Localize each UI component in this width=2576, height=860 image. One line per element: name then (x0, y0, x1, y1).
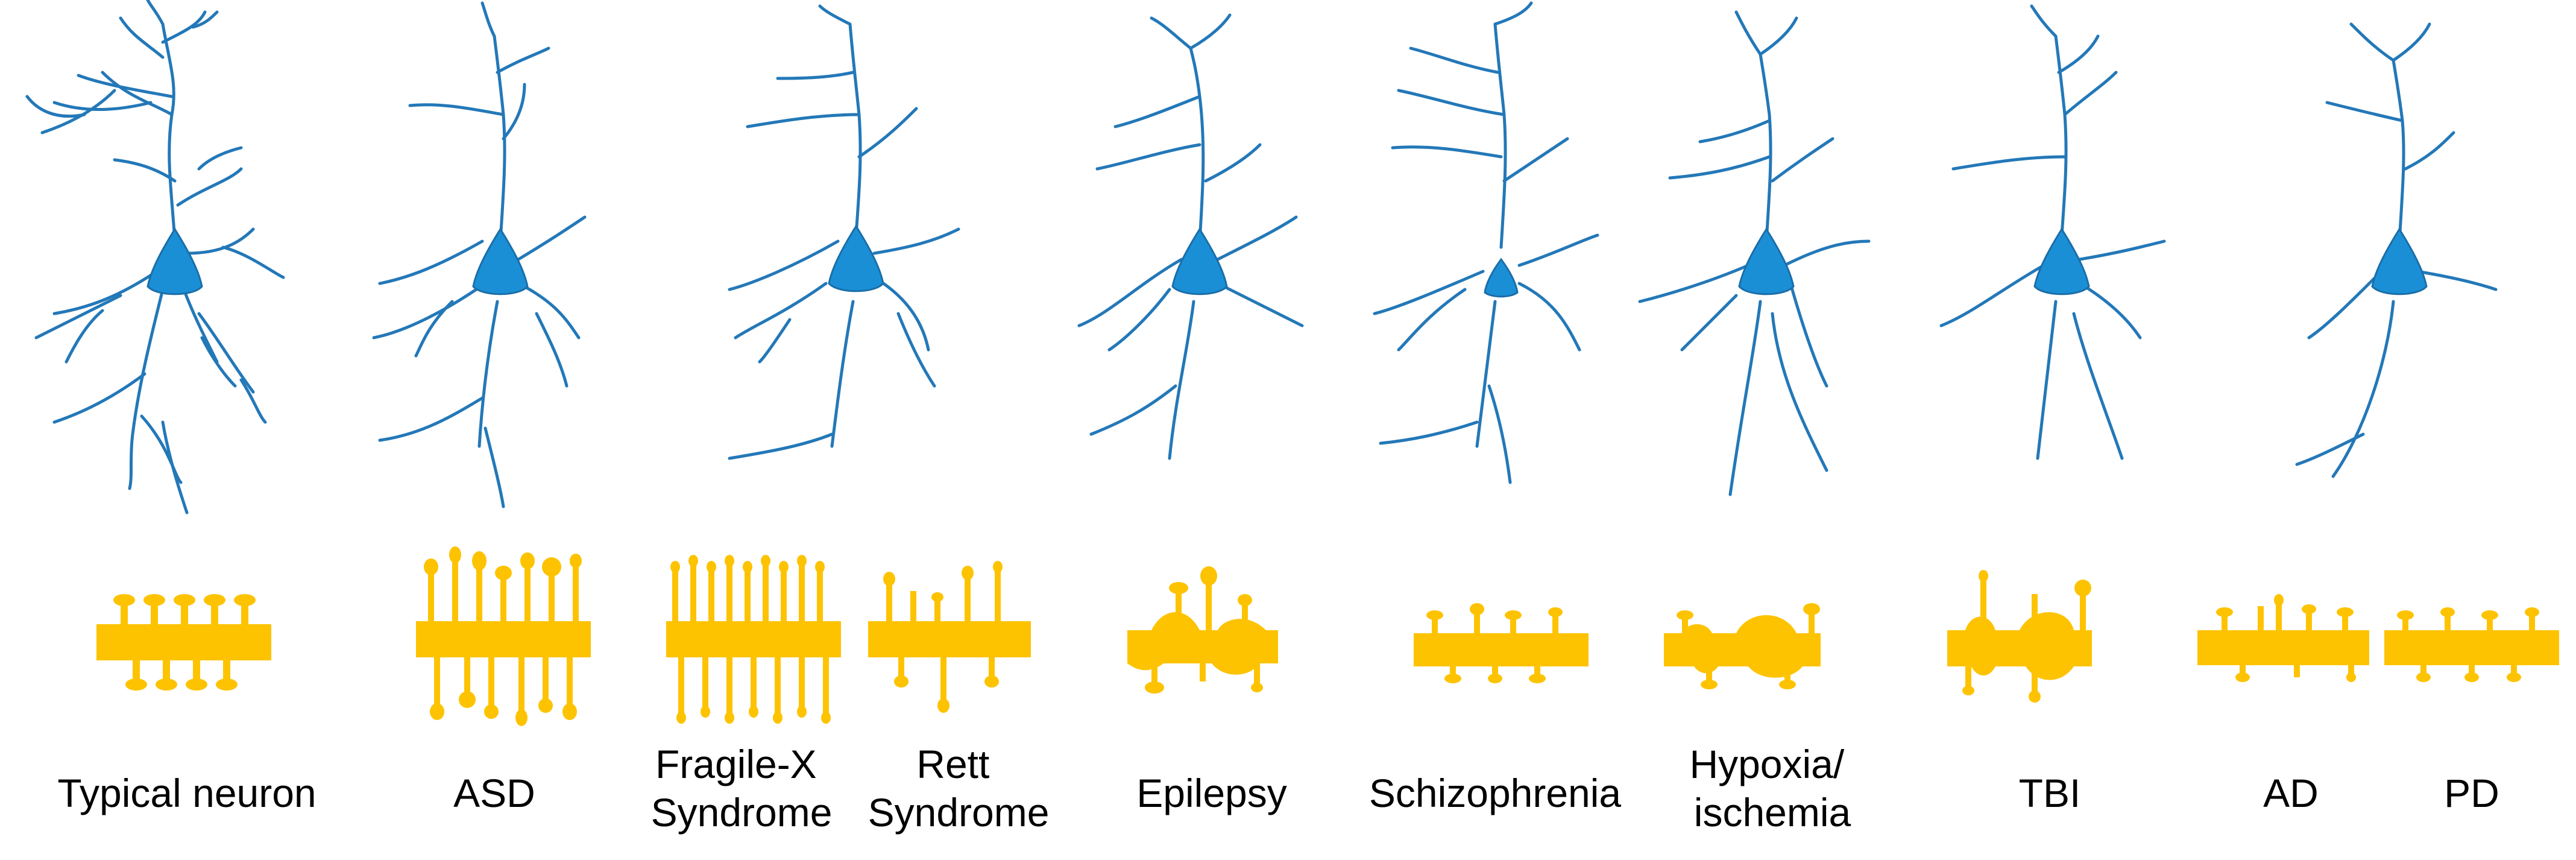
spines-tbi (1947, 570, 2092, 703)
label-asd: ASD (453, 771, 535, 815)
neuron-row (25, 0, 2498, 514)
neuron-epilepsy (1077, 13, 1304, 460)
neuron-tbi (1939, 4, 2166, 460)
label-pd: PD (2444, 771, 2499, 815)
label-hypoxia: Hypoxia/ ischemia (1689, 742, 1855, 835)
label-fragile-x: Fragile-X Syndrome (651, 742, 833, 835)
label-row: Typical neuron ASD Fragile-X Syndrome Re… (57, 742, 2499, 835)
label-ad: AD (2263, 771, 2319, 815)
spines-fragile-x (666, 555, 841, 724)
neuron-typical (25, 0, 285, 514)
label-epilepsy: Epilepsy (1136, 771, 1286, 815)
spines-asd (416, 546, 591, 726)
spines-hypoxia (1664, 603, 1821, 689)
neuron-schizophrenia (1373, 1, 1599, 484)
label-schizophrenia: Schizophrenia (1369, 771, 1622, 815)
neuron-hypoxia (1638, 10, 1871, 496)
neuron-asd (372, 1, 587, 508)
neuron-ad-pd (2295, 22, 2498, 478)
spines-schizophrenia (1414, 603, 1589, 683)
label-typical: Typical neuron (57, 771, 316, 815)
spines-ad (2197, 594, 2369, 682)
label-tbi: TBI (2019, 771, 2081, 815)
neuron-fragile-x (728, 4, 960, 460)
spines-typical (96, 594, 271, 691)
spines-rett (868, 561, 1031, 713)
spine-row (96, 546, 2559, 726)
spines-epilepsy (1127, 566, 1278, 694)
spines-pd (2384, 607, 2559, 682)
label-rett: Rett Syndrome (868, 742, 1050, 835)
